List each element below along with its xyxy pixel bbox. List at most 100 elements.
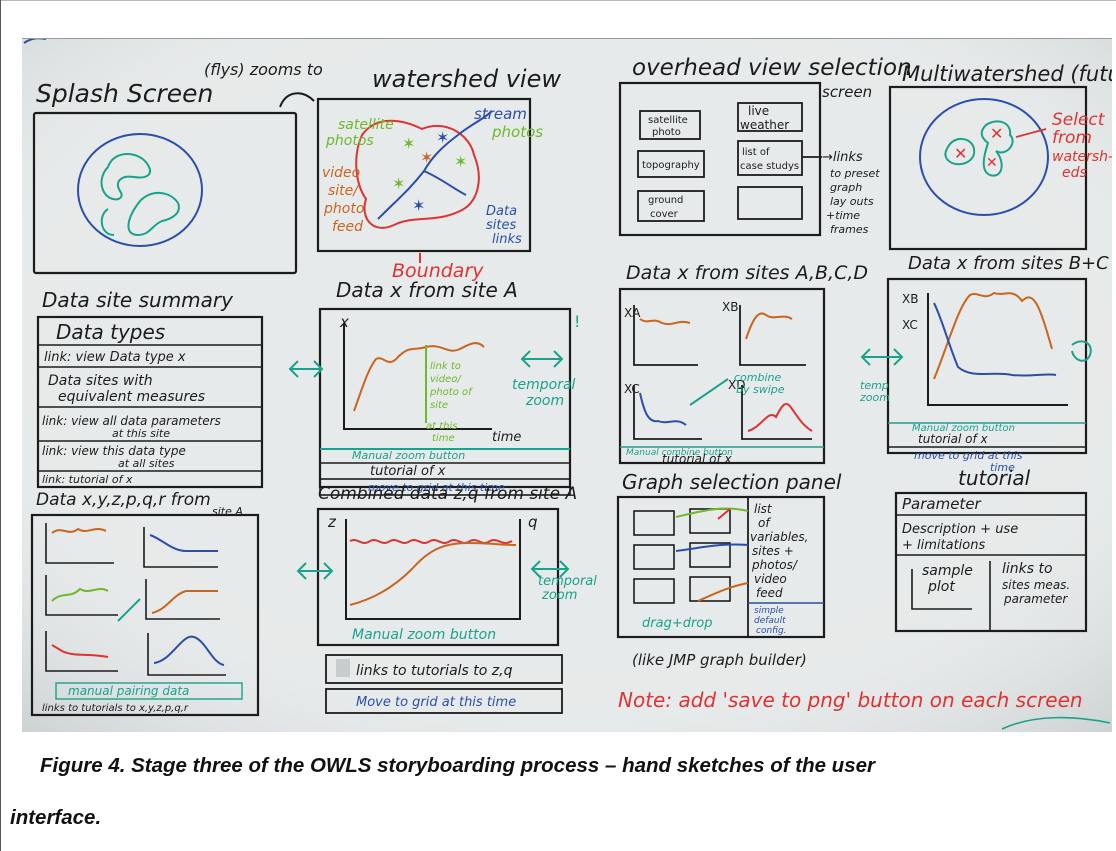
- overhead-selection-sketch: overhead view selection screen satellite…: [618, 55, 912, 237]
- svg-text:XC: XC: [902, 318, 918, 332]
- save-png-note: Note: add 'save to png' button on each s…: [618, 688, 1083, 712]
- svg-text:sites: sites: [486, 218, 516, 233]
- svg-text:photo: photo: [652, 127, 681, 138]
- multi-title: Multiwatershed (future): [902, 62, 1112, 86]
- svg-text:eds: eds: [1062, 165, 1087, 181]
- svg-text:✶: ✶: [420, 148, 433, 167]
- data-site-a-sketch: Data x from site A ! x time link to vide…: [288, 278, 580, 496]
- svg-text:to preset: to preset: [830, 167, 880, 180]
- data-bc-frame: [886, 277, 1088, 455]
- watershed-frame: [316, 97, 532, 253]
- svg-text:photo of: photo of: [429, 387, 473, 398]
- svg-text:combine: combine: [734, 371, 782, 384]
- svg-text:tutorial of x: tutorial of x: [662, 452, 733, 466]
- svg-text:of: of: [758, 516, 771, 530]
- svg-text:video/: video/: [430, 374, 462, 385]
- svg-text:links: links: [492, 232, 522, 247]
- svg-text:Move to grid at this time: Move to grid at this time: [356, 695, 516, 710]
- svg-text:zoom: zoom: [859, 391, 890, 404]
- svg-text:temp: temp: [860, 379, 889, 392]
- svg-text:feed: feed: [332, 219, 363, 235]
- multiwatershed-sketch: Multiwatershed (future) ✕ ✕ ✕ Select fro…: [888, 62, 1112, 251]
- svg-text:links to: links to: [1002, 561, 1053, 577]
- svg-text:simple: simple: [754, 606, 784, 616]
- data-abcd-title: Data x from sites A,B,C,D: [626, 262, 868, 284]
- data-sites-abcd-sketch: Data x from sites A,B,C,D XA XB XC XD co…: [618, 262, 868, 466]
- svg-text:+ limitations: + limitations: [902, 538, 985, 553]
- svg-text:at this site: at this site: [112, 427, 170, 440]
- svg-text:site/: site/: [328, 183, 359, 199]
- svg-text:temporal: temporal: [538, 574, 597, 589]
- svg-text:drag+drop: drag+drop: [642, 616, 713, 631]
- svg-text:q: q: [528, 513, 538, 531]
- svg-text:config.: config.: [756, 626, 787, 636]
- svg-text:stream: stream: [474, 105, 527, 123]
- multi-variable-sketch: Data x,y,z,p,q,r from site A manual pair…: [30, 490, 260, 717]
- svg-text:topography: topography: [642, 160, 700, 171]
- svg-text:photos: photos: [491, 123, 543, 141]
- svg-text:Manual zoom button: Manual zoom button: [352, 449, 465, 462]
- svg-text:Select: Select: [1052, 110, 1106, 130]
- svg-text:links to tutorials to z,q: links to tutorials to z,q: [356, 663, 513, 679]
- svg-text:zoom: zoom: [541, 588, 577, 603]
- combined-frame: [316, 507, 560, 647]
- svg-text:✶: ✶: [412, 196, 425, 215]
- svg-text:photos: photos: [325, 133, 374, 149]
- svg-text:photo: photo: [323, 201, 364, 217]
- svg-text:parameter: parameter: [1003, 592, 1068, 606]
- tutorial-title: tutorial: [958, 466, 1031, 490]
- page-top-border: [0, 0, 1116, 1]
- svg-text:sites +: sites +: [752, 544, 794, 558]
- svg-text:live: live: [748, 104, 769, 118]
- svg-text:time: time: [432, 433, 455, 444]
- graph-panel-title: Graph selection panel: [622, 470, 842, 494]
- svg-text:manual pairing data: manual pairing data: [68, 684, 189, 698]
- svg-text:temporal: temporal: [512, 377, 576, 393]
- svg-text:✕: ✕: [954, 144, 967, 163]
- splash-title: Splash Screen: [36, 79, 213, 108]
- graph-panel-frame: [616, 495, 826, 639]
- whiteboard-photo: Splash Screen (flys) zooms to watershed …: [22, 38, 1112, 732]
- svg-text:satellite: satellite: [648, 115, 688, 126]
- svg-text:sites meas.: sites meas.: [1002, 578, 1070, 592]
- data-site-summary-sketch: Data site summary Data types link: view …: [36, 288, 264, 489]
- svg-text:plot: plot: [927, 579, 955, 595]
- svg-text:→links: →links: [822, 150, 863, 165]
- data-a-title: Data x from site A: [336, 278, 518, 302]
- svg-text:Manual zoom button: Manual zoom button: [912, 423, 1015, 434]
- graph-selection-panel-sketch: Graph selection panel list of variables,…: [616, 470, 842, 669]
- overhead-frame: [618, 81, 822, 237]
- svg-text:from: from: [1052, 128, 1092, 148]
- svg-text:sample: sample: [922, 563, 973, 579]
- svg-text:link: view Data type x: link: view Data type x: [44, 350, 186, 365]
- svg-text:z: z: [327, 513, 337, 531]
- svg-text:weather: weather: [740, 118, 789, 132]
- multi-frame: [888, 85, 1088, 251]
- svg-text:XA: XA: [624, 306, 641, 320]
- svg-text:frames: frames: [830, 223, 869, 236]
- svg-text:link: view this data type: link: view this data type: [42, 444, 186, 458]
- svg-text:case studys: case studys: [740, 161, 799, 172]
- tutorial-sketch: tutorial Parameter Description + use + l…: [894, 466, 1088, 633]
- svg-text:cover: cover: [650, 209, 679, 220]
- svg-text:time: time: [492, 430, 521, 445]
- tutorial-frame: [894, 491, 1088, 633]
- svg-text:Parameter: Parameter: [902, 495, 982, 513]
- svg-text:Description + use: Description + use: [902, 522, 1018, 537]
- svg-text:graph: graph: [830, 181, 862, 194]
- summary-frame: [36, 315, 264, 489]
- svg-text:satellite: satellite: [338, 117, 394, 133]
- svg-text:feed: feed: [756, 586, 783, 600]
- svg-text:Data types: Data types: [56, 320, 165, 344]
- svg-text:move to grid at this: move to grid at this: [914, 449, 1023, 462]
- whiteboard-sketch: Splash Screen (flys) zooms to watershed …: [22, 39, 1112, 732]
- svg-text:Data sites with: Data sites with: [48, 373, 153, 389]
- splash-frame: [32, 111, 298, 275]
- splash-note: (flys) zooms to: [204, 60, 323, 79]
- svg-text:x: x: [339, 313, 349, 331]
- svg-text:video: video: [754, 572, 787, 586]
- svg-text:Data: Data: [486, 204, 517, 219]
- svg-text:video: video: [322, 165, 360, 181]
- svg-text:equivalent measures: equivalent measures: [58, 389, 205, 405]
- svg-text:watersh-: watersh-: [1052, 149, 1112, 165]
